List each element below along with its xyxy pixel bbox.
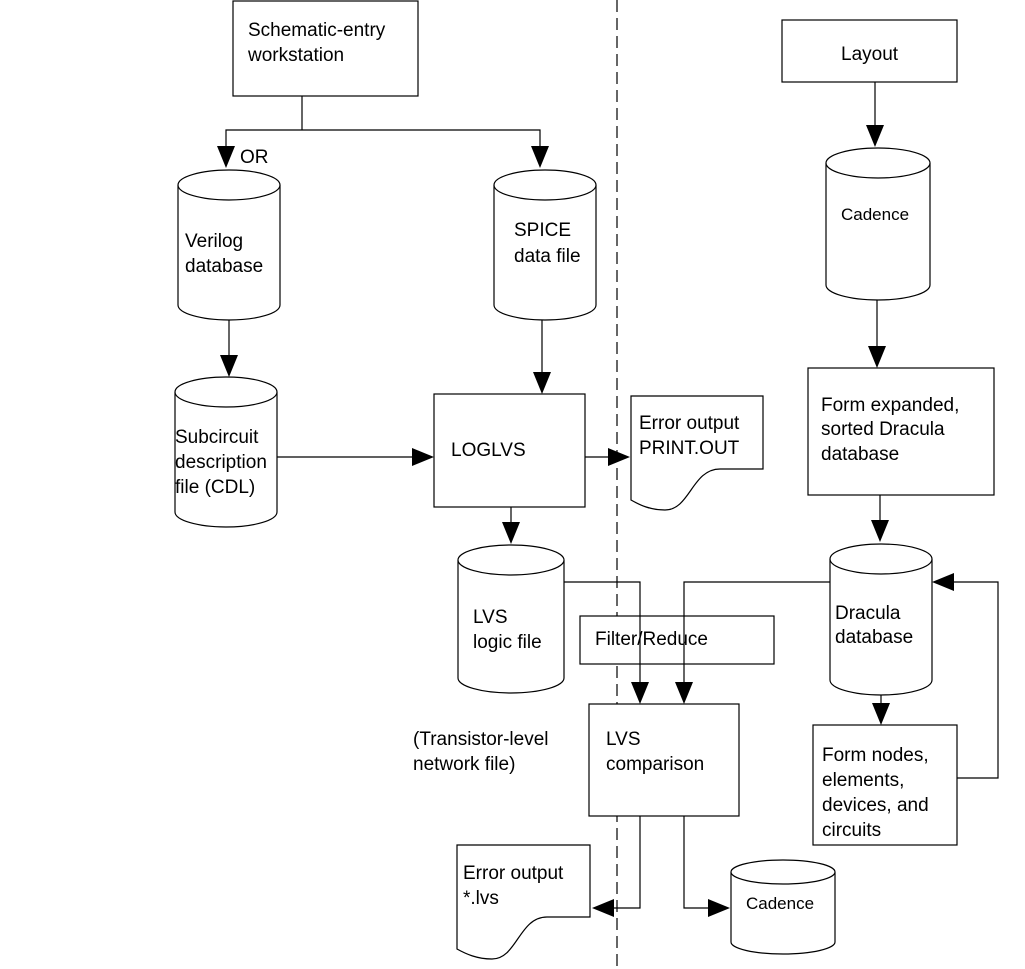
form-expanded-label-line3: database xyxy=(821,444,899,465)
form-expanded-box: Form expanded, sorted Dracula database xyxy=(807,367,995,496)
subcircuit-file-cylinder: Subcircuit description file (CDL) xyxy=(174,376,278,528)
form-nodes-label-line4: circuits xyxy=(822,820,881,841)
form-nodes-label-line2: elements, xyxy=(822,770,904,791)
error-lvs-label-line2: *.lvs xyxy=(463,888,499,909)
lvs-comparison-label-line1: LVS xyxy=(606,729,641,750)
connector-split-left xyxy=(225,129,302,146)
dracula-label-line2: database xyxy=(835,627,913,648)
verilog-database-cylinder: Verilog database xyxy=(177,169,281,321)
or-label: OR xyxy=(240,147,269,168)
connector-feedback-loop xyxy=(954,581,999,779)
connector-comparison-cadence xyxy=(683,816,708,909)
lvs-logic-file-cylinder: LVS logic file xyxy=(457,544,565,694)
spice-data-file-cylinder: SPICE data file xyxy=(493,169,597,321)
arrow-to-error-print xyxy=(608,448,630,466)
arrow-feedback-to-dracula xyxy=(932,573,954,591)
cadence-top-label: Cadence xyxy=(841,205,909,224)
transistor-note-line1: (Transistor-level xyxy=(413,729,549,750)
lvs-comparison-label-line2: comparison xyxy=(606,754,704,775)
arrow-to-cadence-bottom xyxy=(708,899,730,917)
lvs-logic-label-line2: logic file xyxy=(473,632,542,653)
form-nodes-label-line3: devices, and xyxy=(822,795,929,816)
arrow-to-subcircuit xyxy=(220,355,238,377)
error-print-label-line2: PRINT.OUT xyxy=(639,438,740,459)
filter-reduce-label: Filter/Reduce xyxy=(595,629,708,650)
arrow-to-loglvs-top xyxy=(533,372,551,394)
schematic-entry-label-line1: Schematic-entry xyxy=(248,20,386,41)
form-expanded-label-line1: Form expanded, xyxy=(821,395,959,416)
subcircuit-label-line3: file (CDL) xyxy=(175,477,255,498)
arrow-to-verilog xyxy=(217,146,235,168)
loglvs-label: LOGLVS xyxy=(451,440,526,461)
subcircuit-label-line2: description xyxy=(175,452,267,473)
filter-reduce-box: Filter/Reduce xyxy=(579,615,775,665)
connector-split-right xyxy=(302,129,541,146)
transistor-note-line2: network file) xyxy=(413,754,515,775)
subcircuit-label-line1: Subcircuit xyxy=(175,427,259,448)
form-nodes-label-line1: Form nodes, xyxy=(822,745,929,766)
arrow-to-dracula xyxy=(871,520,889,542)
verilog-label-line2: database xyxy=(185,256,263,277)
cadence-bottom-label: Cadence xyxy=(746,894,814,913)
cadence-bottom-cylinder: Cadence xyxy=(730,859,836,955)
layout-label: Layout xyxy=(841,44,899,65)
arrow-to-form-expanded xyxy=(868,346,886,368)
error-output-print-doc: Error output PRINT.OUT xyxy=(630,395,764,511)
lvs-logic-label-line1: LVS xyxy=(473,607,508,628)
arrow-to-cadence-top xyxy=(866,125,884,147)
arrow-to-lvs-logic xyxy=(502,522,520,544)
verilog-label-line1: Verilog xyxy=(185,231,243,252)
dracula-label-line1: Dracula xyxy=(835,603,901,624)
arrow-to-form-nodes xyxy=(872,703,890,725)
arrow-to-error-lvs xyxy=(592,899,614,917)
arrow-to-comparison-right xyxy=(675,682,693,704)
dracula-database-cylinder: Dracula database xyxy=(829,543,933,696)
error-output-lvs-doc: Error output *.lvs xyxy=(456,844,591,960)
arrow-to-loglvs-left xyxy=(412,448,434,466)
layout-box: Layout xyxy=(781,19,958,83)
lvs-comparison-box: LVS comparison xyxy=(588,703,740,817)
form-nodes-box: Form nodes, elements, devices, and circu… xyxy=(812,724,958,846)
spice-label-line1: SPICE xyxy=(514,220,571,241)
schematic-entry-box: Schematic-entry workstation xyxy=(232,0,419,97)
cadence-top-cylinder: Cadence xyxy=(825,147,931,301)
schematic-entry-label-line2: workstation xyxy=(247,45,344,66)
error-lvs-label-line1: Error output xyxy=(463,863,564,884)
spice-label-line2: data file xyxy=(514,246,581,267)
connector-comparison-error xyxy=(614,816,641,909)
arrow-to-comparison-left xyxy=(631,682,649,704)
loglvs-box: LOGLVS xyxy=(433,393,586,508)
arrow-to-spice xyxy=(531,146,549,168)
error-print-label-line1: Error output xyxy=(639,413,740,434)
form-expanded-label-line2: sorted Dracula xyxy=(821,419,945,440)
